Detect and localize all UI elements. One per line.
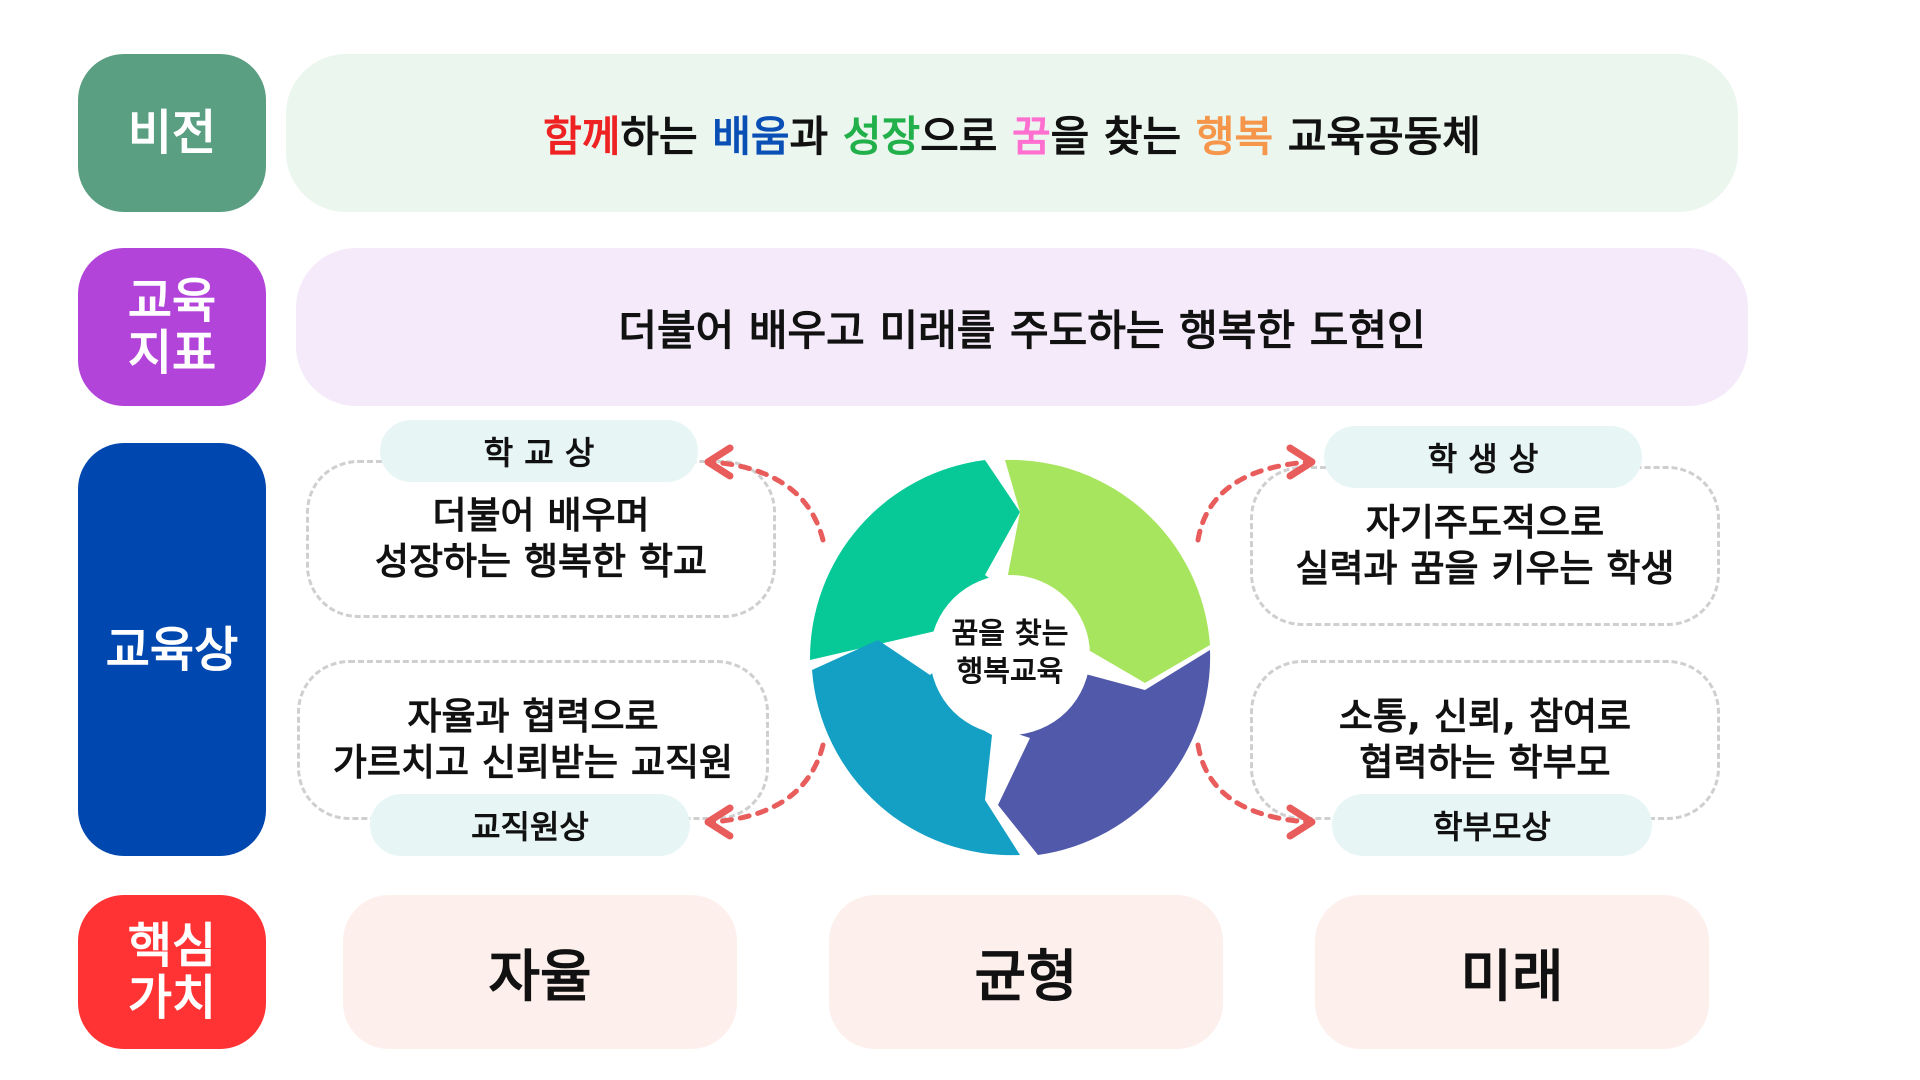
core-value-balance-text: 균형 — [974, 944, 1078, 1010]
parent-line2: 협력하는 학부모 — [1359, 741, 1611, 784]
arrow-to-student — [1195, 459, 1311, 543]
image-label-text: 교육상 — [105, 621, 239, 678]
student-description: 자기주도적으로 실력과 꿈을 키우는 학생 — [1295, 500, 1674, 592]
school-line1: 더불어 배우며 — [432, 494, 650, 537]
goal-label-line2: 지표 — [127, 325, 217, 381]
teacher-tag: 교직원상 — [370, 794, 690, 856]
arrow-heads — [704, 444, 1316, 840]
student-line1: 자기주도적으로 — [1365, 501, 1605, 544]
school-tag: 학 교 상 — [380, 420, 698, 482]
vision-word: 꿈 — [1012, 111, 1051, 161]
core-value-future: 미래 — [1315, 895, 1709, 1049]
arrow-to-school — [709, 459, 826, 543]
vision-label: 비전 — [78, 54, 266, 212]
student-box: 자기주도적으로 실력과 꿈을 키우는 학생 — [1250, 466, 1720, 626]
goal-label-line1: 교육 — [127, 273, 217, 329]
goal-label: 교육 지표 — [78, 248, 266, 406]
cycle-center-line2: 행복교육 — [956, 654, 1064, 688]
image-label: 교육상 — [78, 443, 266, 856]
arrow-head-teacher — [704, 804, 734, 840]
cycle-segment-top-right — [1005, 459, 1210, 683]
parent-tag: 학부모상 — [1332, 794, 1652, 856]
vision-bar: 함께하는 배움과 성장으로 꿈을 찾는 행복 교육공동체 — [286, 54, 1738, 212]
goal-text: 더불어 배우고 미래를 주도하는 행복한 도현인 — [618, 305, 1426, 355]
vision-word: 행복 — [1195, 111, 1274, 161]
vision-word: 을 찾는 — [1050, 111, 1196, 161]
goal-bar: 더불어 배우고 미래를 주도하는 행복한 도현인 — [296, 248, 1748, 406]
vision-word: 과 — [789, 111, 843, 161]
arrow-to-parent — [1195, 742, 1311, 825]
core-value-autonomy: 자율 — [343, 895, 737, 1049]
core-value-balance: 균형 — [829, 895, 1223, 1049]
arrow-head-parent — [1286, 804, 1316, 840]
arrow-head-school — [704, 444, 734, 480]
cycle-segment-bottom-left — [812, 640, 1020, 856]
student-tag: 학 생 상 — [1324, 426, 1642, 488]
vision-label-text: 비전 — [127, 105, 217, 161]
cycle-center-text: 꿈을 찾는 행복교육 — [940, 614, 1080, 690]
vision-word: 배움 — [712, 111, 790, 161]
vision-word: 으로 — [920, 111, 1012, 161]
cycle-segment-top-left — [809, 460, 1020, 660]
cycle-segment-bottom-right — [998, 650, 1211, 855]
school-description: 더불어 배우며 성장하는 행복한 학교 — [375, 493, 707, 585]
parent-description: 소통, 신뢰, 참여로 협력하는 학부모 — [1339, 694, 1631, 786]
values-label: 핵심 가치 — [78, 895, 266, 1049]
parent-line1: 소통, 신뢰, 참여로 — [1338, 695, 1632, 738]
vision-text: 함께하는 배움과 성장으로 꿈을 찾는 행복 교육공동체 — [543, 103, 1481, 164]
teacher-line2: 가르치고 신뢰받는 교직원 — [332, 741, 734, 784]
cycle-segments — [809, 459, 1211, 856]
vision-word: 성장 — [842, 111, 921, 161]
arrow-head-student — [1286, 444, 1316, 480]
teacher-description: 자율과 협력으로 가르치고 신뢰받는 교직원 — [333, 694, 733, 786]
values-label-line2: 가치 — [127, 970, 217, 1026]
vision-word: 교육공동체 — [1273, 111, 1481, 161]
core-value-future-text: 미래 — [1460, 944, 1564, 1010]
cycle-center-line1: 꿈을 찾는 — [951, 616, 1069, 650]
student-line2: 실력과 꿈을 키우는 학생 — [1295, 547, 1675, 590]
arrow-to-teacher — [709, 742, 826, 825]
vision-word: 함께 — [543, 111, 621, 161]
teacher-line1: 자율과 협력으로 — [407, 695, 659, 738]
teacher-box: 자율과 협력으로 가르치고 신뢰받는 교직원 — [297, 660, 769, 820]
values-label-line1: 핵심 — [127, 918, 217, 974]
cycle-center — [930, 575, 1090, 735]
school-line2: 성장하는 행복한 학교 — [374, 540, 708, 583]
core-value-autonomy-text: 자율 — [488, 944, 592, 1010]
cycle-arrows — [709, 459, 1311, 825]
vision-word: 하는 — [620, 111, 713, 161]
